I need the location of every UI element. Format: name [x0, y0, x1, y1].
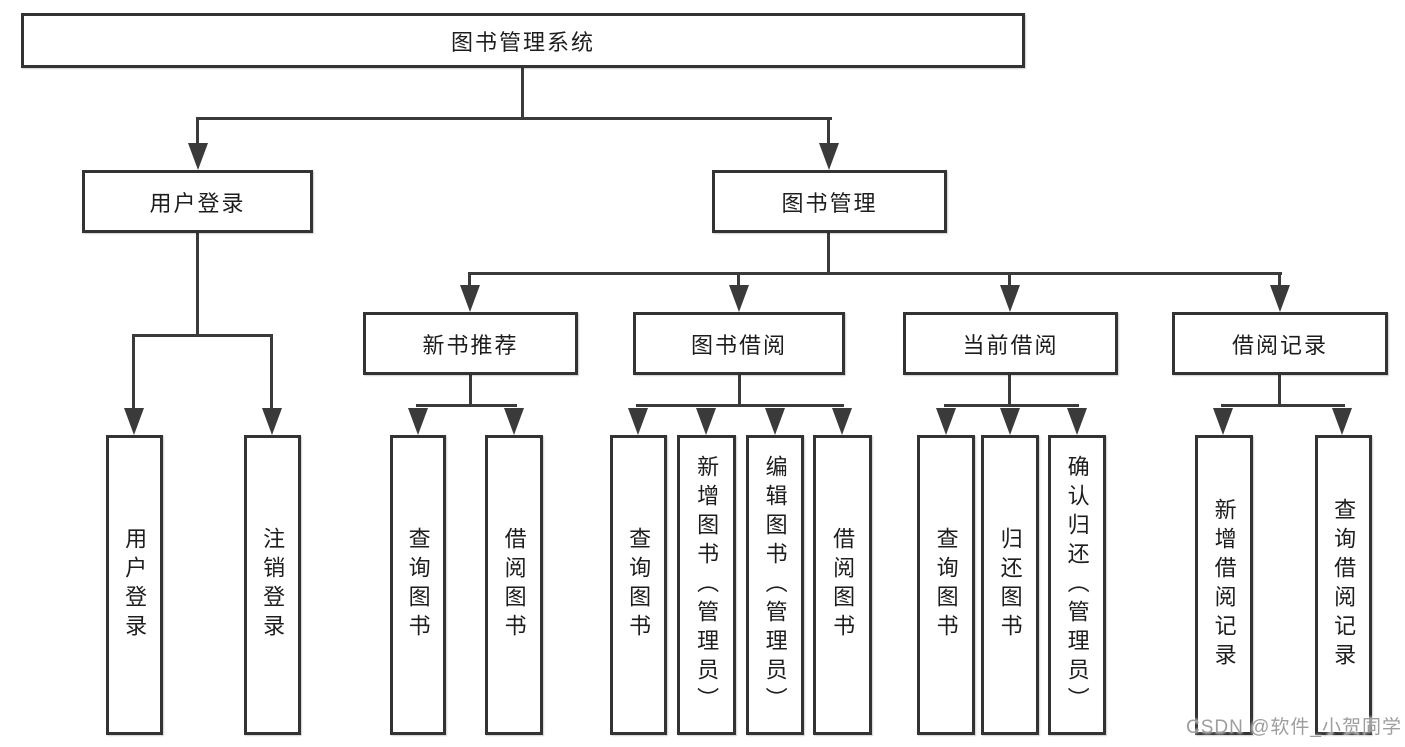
node-user-login: 用户登录 [82, 170, 313, 233]
connector-arrow [1332, 408, 1352, 435]
connector-line [1008, 272, 1011, 288]
leaf-edit-books-admin: 编辑图书（管理员） [746, 435, 804, 735]
connector-arrow [1067, 408, 1087, 435]
connector-line [196, 117, 832, 120]
connector-line [468, 272, 1282, 275]
leaf-add-borrow-record: 新增借阅记录 [1195, 435, 1253, 735]
leaf-label: 新增借阅记录 [1211, 498, 1237, 672]
connector-arrow [696, 408, 716, 435]
leaf-query-borrow-record: 查询借阅记录 [1315, 435, 1372, 735]
node-book-borrowing: 图书借阅 [633, 312, 845, 375]
connector-line [827, 233, 830, 275]
connector-arrow [262, 408, 282, 435]
connector-arrow [460, 285, 480, 312]
watermark: CSDN @软件_小贺同学 [1186, 717, 1402, 738]
leaf-label: 确认归还（管理员） [1064, 454, 1090, 716]
leaf-label: 查询图书 [933, 527, 959, 643]
leaf-borrow-books-recommend: 借阅图书 [485, 435, 543, 735]
connector-line [1221, 404, 1345, 407]
connector-arrow [124, 408, 144, 435]
node-new-book-recommend: 新书推荐 [363, 312, 578, 375]
leaf-user-login: 用户登录 [106, 435, 163, 735]
connector-line [468, 272, 471, 288]
leaf-label: 查询图书 [405, 527, 431, 643]
connector-line [1278, 375, 1281, 407]
leaf-label: 查询图书 [626, 527, 652, 643]
connector-arrow [504, 408, 524, 435]
connector-arrow [408, 408, 428, 435]
connector-line [196, 117, 199, 147]
connector-arrow [1000, 285, 1020, 312]
leaf-return-books: 归还图书 [981, 435, 1039, 735]
connector-line [196, 233, 199, 337]
connector-line [944, 404, 1079, 407]
node-label: 图书管理系统 [450, 29, 595, 55]
leaf-label: 归还图书 [997, 527, 1023, 643]
leaf-label: 借阅图书 [501, 527, 527, 643]
leaf-label: 查询借阅记录 [1331, 498, 1357, 672]
connector-line [132, 334, 135, 410]
leaf-logout: 注销登录 [244, 435, 301, 735]
connector-arrow [1213, 408, 1233, 435]
leaf-query-books-current: 查询图书 [917, 435, 975, 735]
leaf-add-books-admin: 新增图书（管理员） [677, 435, 736, 735]
node-label: 新书推荐 [422, 332, 519, 358]
connector-arrow [832, 408, 852, 435]
connector-line [270, 334, 273, 410]
connector-line [521, 67, 524, 120]
node-borrow-records: 借阅记录 [1172, 312, 1388, 375]
connector-arrow [729, 285, 749, 312]
leaf-query-books-recommend: 查询图书 [390, 435, 446, 735]
connector-line [1278, 272, 1281, 288]
leaf-label: 新增图书（管理员） [694, 454, 720, 716]
node-book-management: 图书管理 [712, 170, 947, 233]
node-label: 图书管理 [781, 190, 878, 216]
leaf-label: 用户登录 [122, 527, 148, 643]
connector-arrow [1270, 285, 1290, 312]
node-label: 当前借阅 [962, 332, 1059, 358]
connector-arrow [628, 408, 648, 435]
connector-line [738, 375, 741, 407]
leaf-borrow-books-borrowing: 借阅图书 [813, 435, 872, 735]
leaf-query-books-borrowing: 查询图书 [610, 435, 667, 735]
leaf-label: 注销登录 [260, 527, 286, 643]
connector-line [636, 404, 844, 407]
leaf-label: 借阅图书 [830, 527, 856, 643]
connector-arrow [765, 408, 785, 435]
leaf-label: 编辑图书（管理员） [762, 454, 788, 716]
connector-line [469, 375, 472, 407]
connector-line [416, 404, 517, 407]
node-label: 借阅记录 [1231, 332, 1328, 358]
connector-line [827, 117, 830, 147]
connector-arrow [819, 143, 839, 170]
connector-arrow [936, 408, 956, 435]
node-label: 用户登录 [149, 190, 246, 216]
node-current-borrowing: 当前借阅 [903, 312, 1118, 375]
connector-line [132, 334, 273, 337]
node-label: 图书借阅 [690, 332, 787, 358]
connector-arrow [1000, 408, 1020, 435]
leaf-confirm-return-admin: 确认归还（管理员） [1048, 435, 1106, 735]
node-library-system: 图书管理系统 [21, 13, 1025, 68]
connector-arrow [188, 143, 208, 170]
connector-line [737, 272, 740, 288]
connector-line [1008, 375, 1011, 407]
